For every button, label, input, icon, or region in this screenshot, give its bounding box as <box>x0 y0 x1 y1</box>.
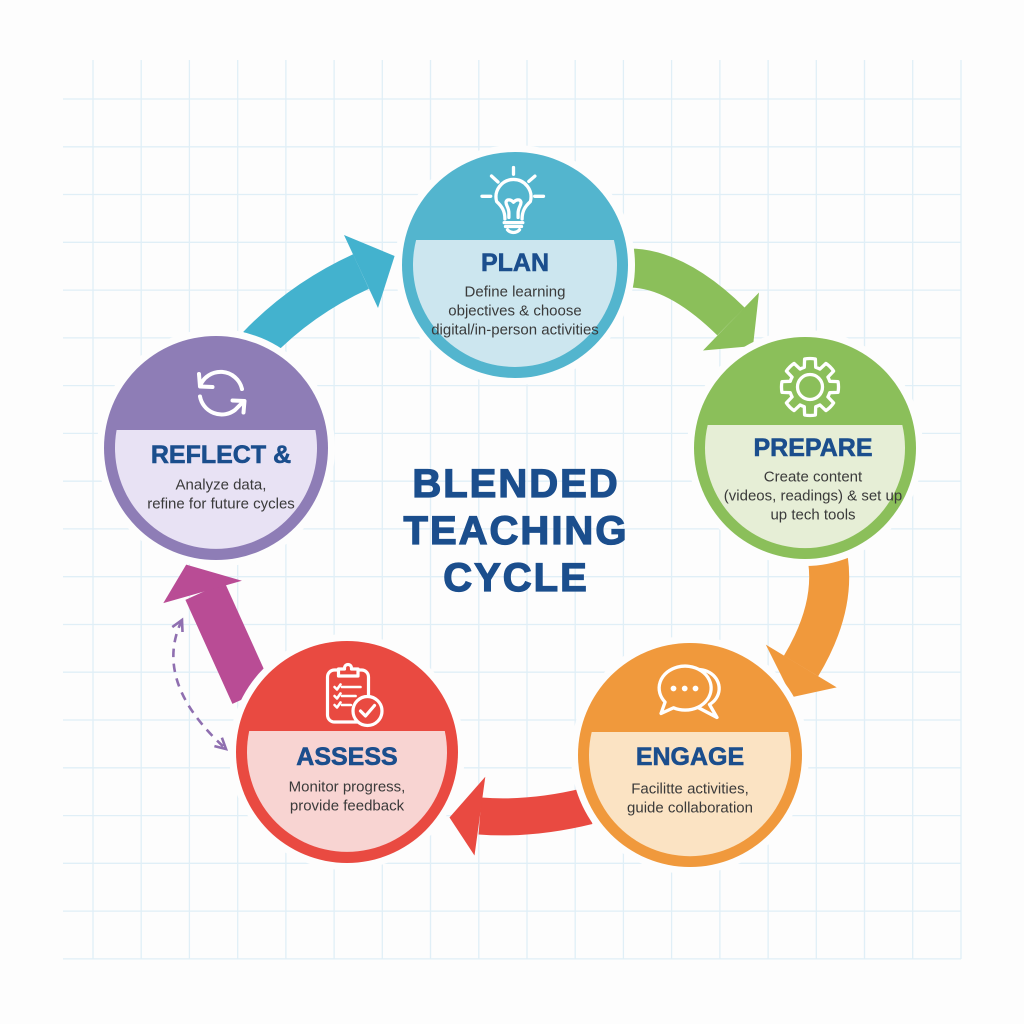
svg-text:BLENDED: BLENDED <box>412 462 619 506</box>
svg-text:(videos, readings) & set up: (videos, readings) & set up <box>724 488 902 505</box>
svg-text:TEACHING: TEACHING <box>404 509 629 553</box>
svg-text:ASSESS: ASSESS <box>296 743 397 771</box>
svg-text:Monitor progress,: Monitor progress, <box>289 779 406 796</box>
svg-text:Analyze data,: Analyze data, <box>176 477 267 494</box>
svg-text:Create content: Create content <box>764 469 863 486</box>
svg-text:up tech tools: up tech tools <box>770 507 855 524</box>
svg-text:PREPARE: PREPARE <box>753 434 872 462</box>
svg-text:Define learning: Define learning <box>465 284 566 301</box>
svg-text:refine for future cycles: refine for future cycles <box>147 496 295 513</box>
svg-text:guide collaboration: guide collaboration <box>627 800 753 817</box>
svg-text:Facilitte activities,: Facilitte activities, <box>631 781 749 798</box>
svg-text:CYCLE: CYCLE <box>443 556 589 600</box>
svg-text:objectives & choose: objectives & choose <box>448 303 581 320</box>
svg-text:ENGAGE: ENGAGE <box>636 743 744 771</box>
svg-text:REFLECT &: REFLECT & <box>151 441 291 469</box>
svg-text:PLAN: PLAN <box>481 249 549 277</box>
svg-text:digital/in-person activities: digital/in-person activities <box>431 322 599 339</box>
svg-text:provide feedback: provide feedback <box>290 798 405 815</box>
